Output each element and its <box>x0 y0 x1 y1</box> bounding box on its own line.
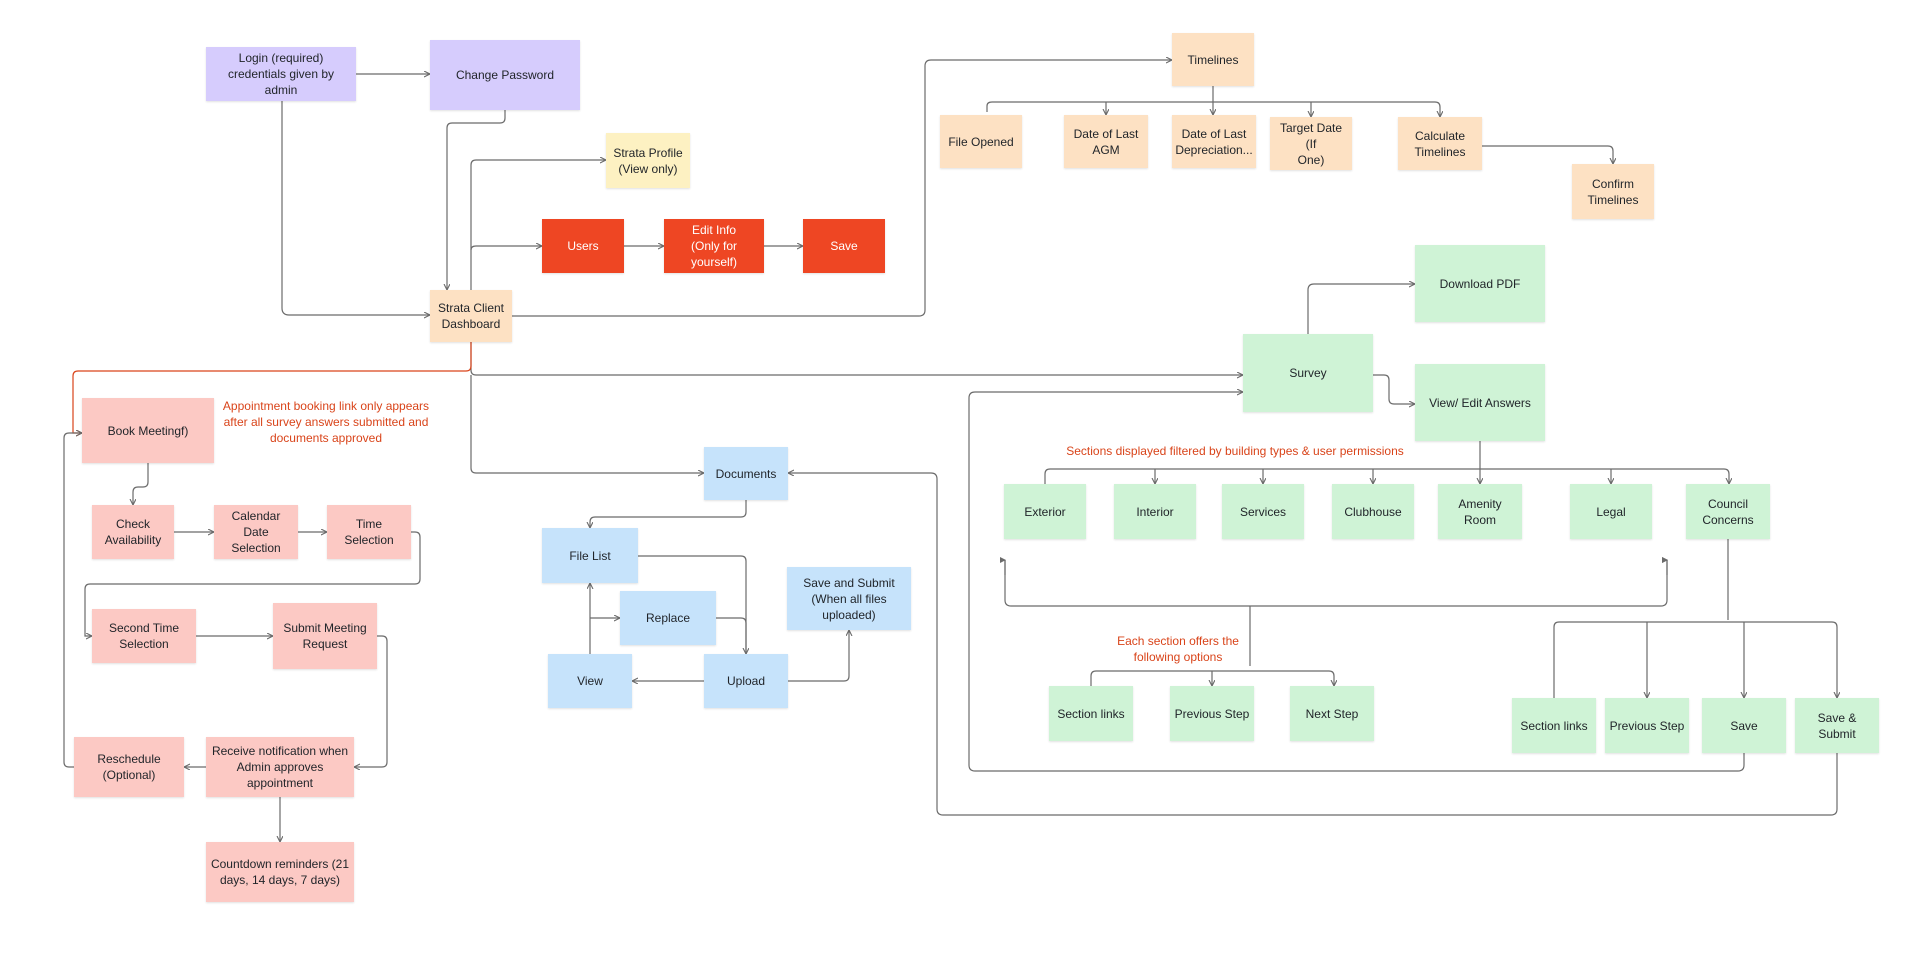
council-save-node[interactable]: Save <box>1702 698 1786 753</box>
connector-line <box>354 635 388 767</box>
submit-meeting-request-node[interactable]: Submit Meeting Request <box>273 603 377 669</box>
connector-line <box>447 110 506 290</box>
view-node[interactable]: View <box>548 654 632 708</box>
connector-line <box>470 375 704 473</box>
connector-line <box>968 392 1745 772</box>
connector-line <box>788 630 849 682</box>
book-meeting-node[interactable]: Book Meetingf) <box>82 398 214 463</box>
documents-save-and-submit-node[interactable]: Save and Submit (When all files uploaded… <box>787 567 911 630</box>
save-profile-node[interactable]: Save <box>803 219 885 273</box>
connector-line <box>590 500 747 528</box>
section-links-node[interactable]: Section links <box>1049 686 1133 741</box>
council-section-links-node[interactable]: Section links <box>1512 698 1596 753</box>
section-exterior-node[interactable]: Exterior <box>1004 484 1086 539</box>
confirm-timelines-node[interactable]: Confirm Timelines <box>1572 164 1654 219</box>
next-step-node[interactable]: Next Step <box>1290 686 1374 741</box>
connector-line <box>133 463 149 505</box>
date-of-last-depreciation-node[interactable]: Date of Last Depreciation... <box>1172 115 1256 168</box>
file-list-node[interactable]: File List <box>542 528 638 583</box>
users-node[interactable]: Users <box>542 219 624 273</box>
connector-line <box>1373 374 1415 404</box>
previous-step-node[interactable]: Previous Step <box>1170 686 1254 741</box>
target-date-node[interactable]: Target Date (If One) <box>1270 117 1352 170</box>
connector-line <box>716 617 747 654</box>
connector-line <box>512 60 1172 317</box>
strata-profile-node[interactable]: Strata Profile (View only) <box>606 133 690 188</box>
connector-line <box>638 555 746 654</box>
countdown-reminders-node[interactable]: Countdown reminders (21 days, 14 days, 7… <box>206 842 354 902</box>
login-node[interactable]: Login (required) credentials given by ad… <box>206 47 356 101</box>
appointment-note: Appointment booking link only appears af… <box>222 399 430 445</box>
timelines-node[interactable]: Timelines <box>1172 33 1254 86</box>
connector-line <box>1307 284 1415 334</box>
section-amenity-room-node[interactable]: Amenity Room <box>1438 484 1522 539</box>
date-of-last-agm-node[interactable]: Date of Last AGM <box>1064 115 1148 168</box>
section-interior-node[interactable]: Interior <box>1114 484 1196 539</box>
section-council-concerns-node[interactable]: Council Concerns <box>1686 484 1770 539</box>
connector-line <box>470 160 606 290</box>
check-availability-node[interactable]: Check Availability <box>92 505 174 559</box>
replace-node[interactable]: Replace <box>620 591 716 645</box>
section-services-node[interactable]: Services <box>1222 484 1304 539</box>
calculate-timelines-node[interactable]: Calculate Timelines <box>1398 117 1482 170</box>
upload-node[interactable]: Upload <box>704 654 788 708</box>
connector-line <box>470 246 542 251</box>
connector-line <box>72 342 472 433</box>
connector-line <box>281 101 430 315</box>
connector-line <box>470 342 1243 375</box>
connector-line <box>1044 468 1729 484</box>
sections-filtered-note: Sections displayed filtered by building … <box>1066 444 1404 458</box>
connector-line <box>788 473 1838 816</box>
second-time-selection-node[interactable]: Second Time Selection <box>92 609 196 663</box>
connector-line <box>1482 145 1613 164</box>
section-clubhouse-node[interactable]: Clubhouse <box>1332 484 1414 539</box>
connector-line <box>84 531 421 636</box>
section-options-note: Each section offers the following option… <box>1117 634 1239 664</box>
time-selection-node[interactable]: Time Selection <box>327 505 411 559</box>
reschedule-node[interactable]: Reschedule (Optional) <box>74 737 184 797</box>
connector-line <box>1553 621 1837 698</box>
file-opened-node[interactable]: File Opened <box>940 115 1022 168</box>
edit-info-node[interactable]: Edit Info (Only for yourself) <box>664 219 764 273</box>
receive-notification-node[interactable]: Receive notification when Admin approves… <box>206 737 354 797</box>
connector-line <box>1004 557 1668 607</box>
section-legal-node[interactable]: Legal <box>1570 484 1652 539</box>
survey-node[interactable]: Survey <box>1243 334 1373 412</box>
change-password-node[interactable]: Change Password <box>430 40 580 110</box>
council-previous-step-node[interactable]: Previous Step <box>1605 698 1689 753</box>
calendar-date-selection-node[interactable]: Calendar Date Selection <box>214 505 298 559</box>
documents-node[interactable]: Documents <box>704 447 788 500</box>
view-edit-answers-node[interactable]: View/ Edit Answers <box>1415 364 1545 441</box>
strata-client-dashboard-node[interactable]: Strata Client Dashboard <box>430 290 512 342</box>
connector-line <box>63 433 82 768</box>
download-pdf-node[interactable]: Download PDF <box>1415 245 1545 322</box>
save-and-submit-node[interactable]: Save & Submit <box>1795 698 1879 753</box>
